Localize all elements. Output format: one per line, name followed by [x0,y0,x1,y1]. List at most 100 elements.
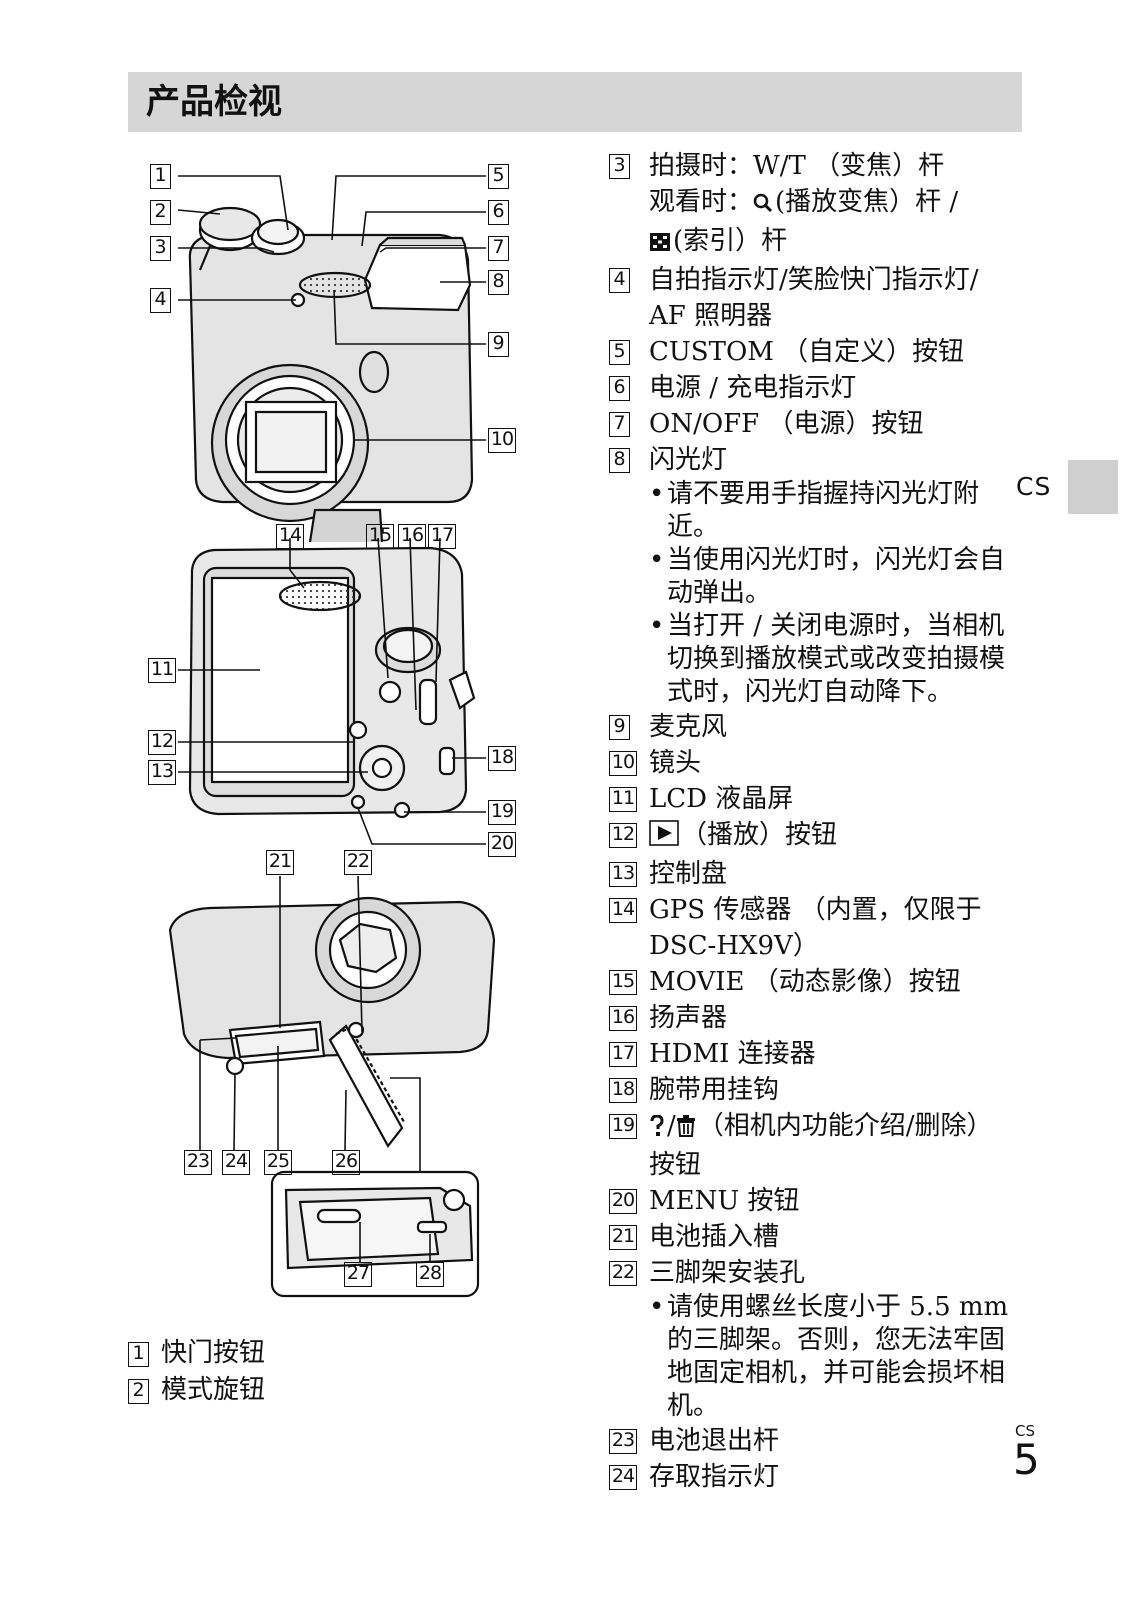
item-label: AF 照明器 [649,301,773,331]
item-label: 快门按钮 [161,1338,266,1368]
list-item: 6 电源 / 充电指示灯 [609,370,1029,406]
callout-12: 12 [148,730,176,755]
callout-3: 3 [150,236,171,261]
callout-15: 15 [366,524,394,549]
item-label-part: (播放变焦）杆 / [775,187,959,217]
item-number: 3 [609,154,630,179]
item-label: 电池退出杆 [649,1426,780,1456]
callout-22: 22 [344,850,372,875]
item-label: (索引）杆 [649,223,1029,262]
item-label: 存取指示灯 [649,1462,780,1492]
leader-lines [177,175,486,1262]
item-number: 19 [609,1114,637,1139]
item-label: （播放）按钮 [649,817,1029,856]
item-number: 9 [609,715,630,740]
list-item: 19 /（相机内功能介绍/删除） 按钮 [609,1108,1029,1183]
callout-4: 4 [150,288,171,313]
item-label: 电源 / 充电指示灯 [649,373,857,403]
item-number: 1 [128,1342,149,1367]
side-tab [1068,460,1118,514]
item-number: 20 [609,1189,637,1214]
callout-7: 7 [488,236,509,261]
list-item: 11 LCD 液晶屏 [609,781,1029,817]
section-header: 产品检视 [128,72,1022,132]
camera-illustrations [168,175,496,1298]
right-parts-list: 3 拍摄时：W/T （变焦）杆 观看时：(播放变焦）杆 / (索引）杆 4 自拍… [609,148,1029,1495]
item-label: 控制盘 [649,859,728,889]
item-number: 8 [609,448,630,473]
item-label: MOVIE （动态影像）按钮 [649,967,961,997]
camera-bottom-figure [168,896,496,1148]
list-item: 9 麦克风 [609,709,1029,745]
bullet: • [649,545,665,575]
item-label: 自拍指示灯/笑脸快门指示灯/ [649,265,979,295]
note-text: 请使用螺丝长度小于 5.5 mm 的三脚架。否则，您无法牢固地固定相机，并可能会… [667,1292,1009,1421]
note-text: 请不要用手指握持闪光灯附近。 [667,479,980,542]
item-label: CUSTOM （自定义）按钮 [649,337,965,367]
callout-16: 16 [398,524,426,549]
item-label: 腕带用挂钩 [649,1075,780,1105]
list-item: 4 自拍指示灯/笑脸快门指示灯/ AF 照明器 [609,262,1029,334]
bottom-detail-inset [270,1170,480,1298]
bullet: • [649,611,665,641]
folio-language: CS [1015,1422,1035,1440]
list-item: 3 拍摄时：W/T （变焦）杆 观看时：(播放变焦）杆 / (索引）杆 [609,148,1029,262]
list-item: 23 电池退出杆 [609,1423,1029,1459]
item-number: 22 [609,1261,637,1286]
list-item: 15 MOVIE （动态影像）按钮 [609,964,1029,1000]
item-label: LCD 液晶屏 [649,784,794,814]
callout-24: 24 [222,1150,250,1175]
list-item: 22 三脚架安装孔 •请使用螺丝长度小于 5.5 mm 的三脚架。否则，您无法牢… [609,1255,1029,1423]
item-label: 模式旋钮 [161,1375,266,1405]
note-item: •当打开 / 关闭电源时，当相机切换到播放模式或改变拍摄模式时，闪光灯自动降下。 [649,610,1029,709]
item-label: 扬声器 [649,1003,728,1033]
item-label: 麦克风 [649,712,728,742]
item-number: 5 [609,340,630,365]
callout-13: 13 [148,760,176,785]
bullet: • [649,479,665,509]
item-label: 镜头 [649,748,702,778]
callout-1: 1 [150,164,171,189]
item-prefix: 观看时： [649,187,754,217]
item-number: 12 [609,823,637,848]
item-label: 三脚架安装孔 [649,1258,806,1288]
item-label-part: (索引）杆 [673,226,788,256]
note-text: 当使用闪光灯时，闪光灯会自动弹出。 [667,545,1006,608]
callout-10: 10 [488,428,516,453]
item-label: GPS 传感器 （内置，仅限于 [649,895,982,925]
callout-19: 19 [488,800,516,825]
callout-21: 21 [266,850,294,875]
page-title: 产品检视 [146,82,282,122]
list-item: 7 ON/OFF （电源）按钮 [609,406,1029,442]
slash-separator: / [667,1111,676,1141]
camera-back-figure [188,546,476,819]
note-item: •请不要用手指握持闪光灯附近。 [649,478,1029,544]
item-label: HDMI 连接器 [649,1039,816,1069]
list-item: 5 CUSTOM （自定义）按钮 [609,334,1029,370]
item-number: 18 [609,1078,637,1103]
callout-28: 28 [416,1262,444,1287]
list-item: 1 快门按钮 [128,1335,528,1372]
note-text: 当打开 / 关闭电源时，当相机切换到播放模式或改变拍摄模式时，闪光灯自动降下。 [667,611,1006,707]
item-number: 16 [609,1006,637,1031]
callout-25: 25 [264,1150,292,1175]
side-language-label: CS [1016,472,1052,501]
item-label: MENU 按钮 [649,1186,800,1216]
item-number: 17 [609,1042,637,1067]
item-label-part: （相机内功能介绍/删除） [697,1111,993,1141]
item-number: 14 [609,898,637,923]
play-button-icon [649,820,679,856]
note-item: •当使用闪光灯时，闪光灯会自动弹出。 [649,544,1029,610]
list-item: 14 GPS 传感器 （内置，仅限于 DSC-HX9V） [609,892,1029,964]
item-label: 电池插入槽 [649,1222,780,1252]
callout-18: 18 [488,746,516,771]
item-number: 10 [609,751,637,776]
list-item: 13 控制盘 [609,856,1029,892]
callout-20: 20 [488,832,516,857]
item-number: 15 [609,970,637,995]
list-item: 20 MENU 按钮 [609,1183,1029,1219]
item-number: 11 [609,787,637,812]
magnifier-icon [753,187,773,223]
item-number: 13 [609,862,637,887]
camera-figures: 1 2 3 4 5 6 7 8 9 10 14 15 16 17 11 12 1… [140,150,540,1330]
